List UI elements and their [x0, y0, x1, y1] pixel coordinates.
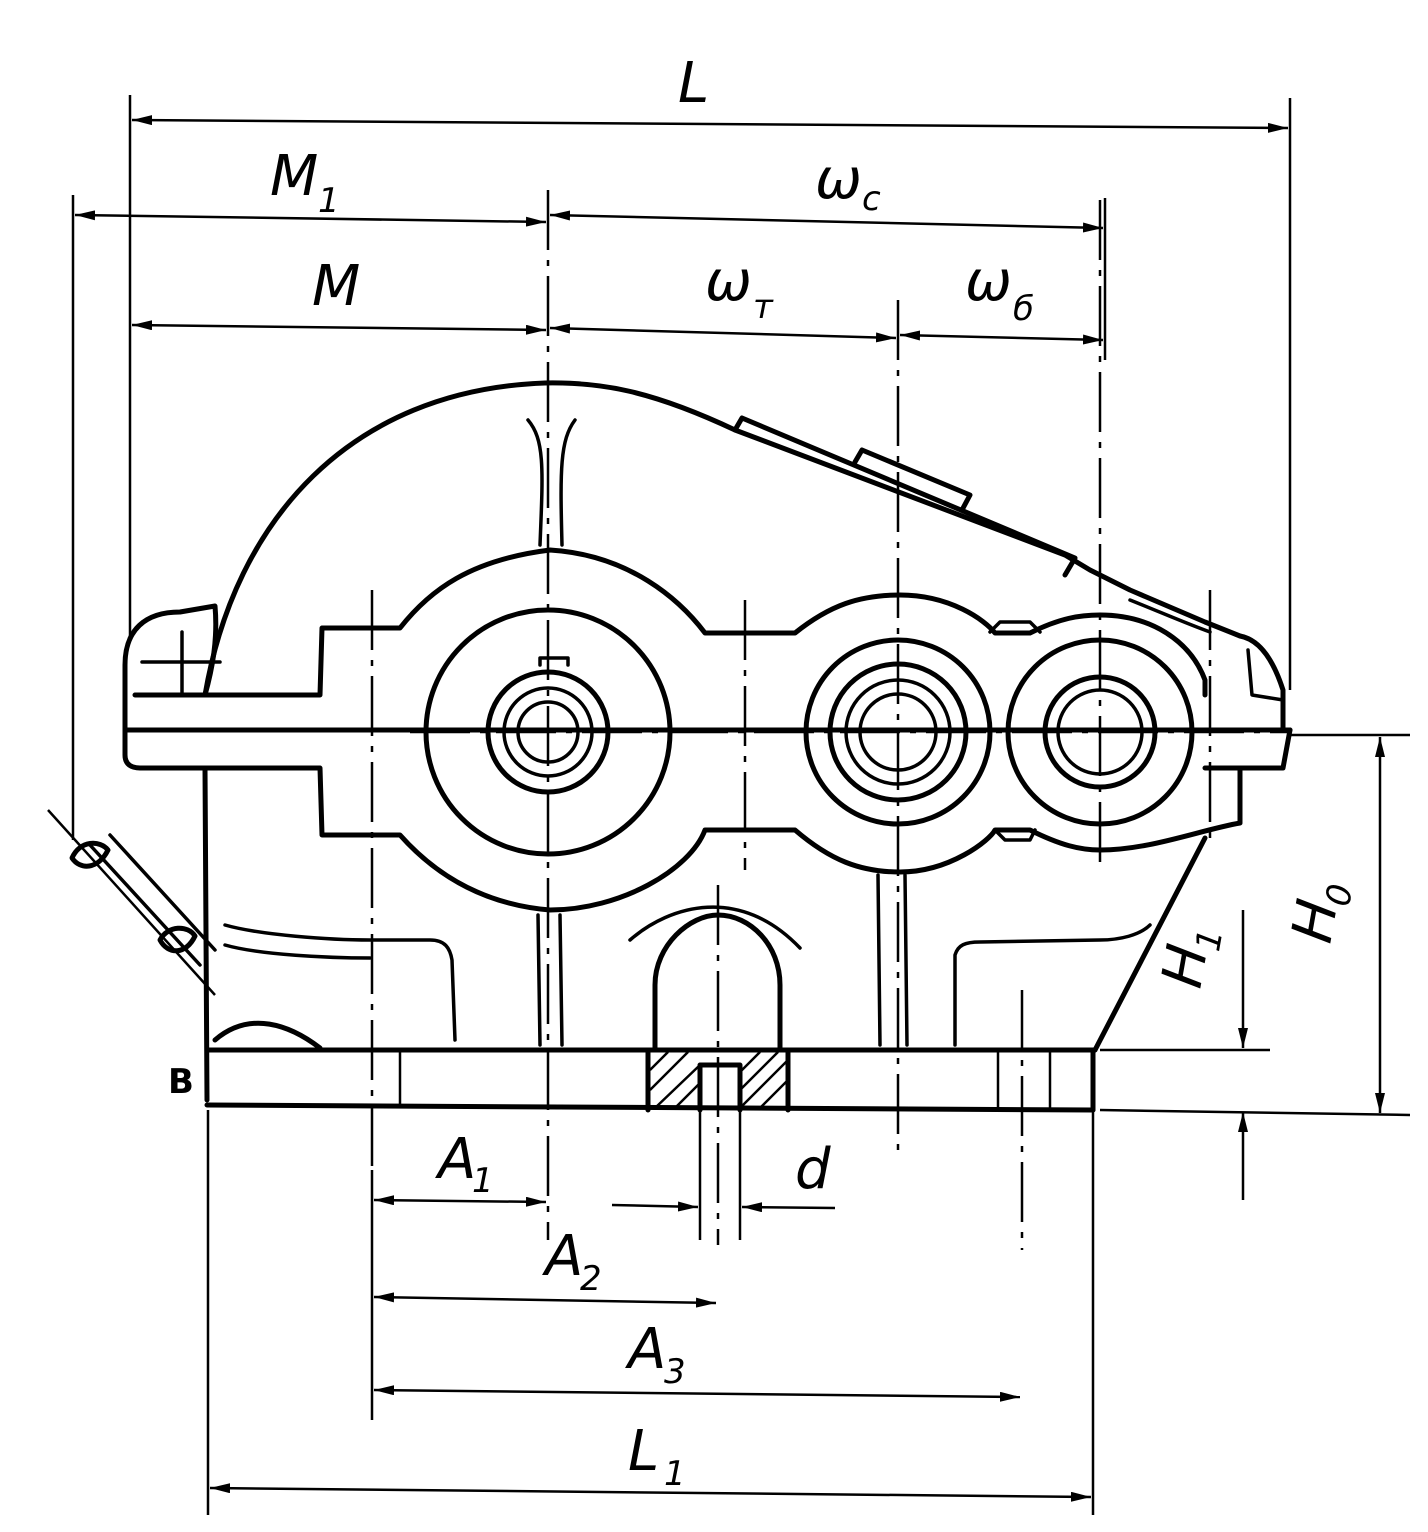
label-omega-c: ω — [815, 147, 862, 212]
dim-omega-t — [549, 323, 897, 343]
dim-L1 — [209, 1483, 1092, 1502]
label-L1: L — [628, 1419, 659, 1484]
dim-omega-c — [549, 210, 1104, 233]
dim-A3 — [373, 1385, 1021, 1402]
dim-d-left — [611, 1201, 699, 1212]
label-omega-b-sub: б — [1013, 289, 1034, 329]
label-omega-t-sub: т — [753, 287, 774, 327]
dim-A1 — [373, 1195, 547, 1207]
label-H0-group: H 0 — [1280, 881, 1362, 947]
label-L1-sub: 1 — [664, 1454, 686, 1494]
label-A2-sub: 2 — [580, 1259, 602, 1299]
dimension-lines — [74, 115, 1385, 1502]
label-M1-sub: 1 — [318, 181, 340, 221]
label-omega-t: ω — [705, 249, 752, 314]
extension-lines — [71, 95, 1411, 1515]
dim-M1 — [74, 210, 547, 227]
label-A1-sub: 1 — [472, 1161, 494, 1201]
dim-omega-b — [899, 330, 1104, 345]
label-A2: A — [542, 1224, 583, 1289]
dim-d-right — [741, 1202, 836, 1213]
oil-dipstick — [47, 809, 217, 996]
label-M1: M — [270, 144, 318, 209]
label-H1-group: H 1 — [1150, 926, 1232, 992]
label-M: M — [312, 254, 360, 319]
center-lines — [370, 190, 1290, 1250]
dim-L — [131, 115, 1289, 133]
label-A1: A — [435, 1127, 476, 1192]
label-d: d — [795, 1137, 831, 1202]
housing-outline — [122, 380, 1293, 1113]
dim-M — [131, 320, 547, 335]
label-A3: A — [625, 1317, 666, 1382]
label-omega-c-sub: c — [862, 179, 881, 219]
label-B: B — [168, 1062, 194, 1102]
label-L: L — [678, 51, 709, 116]
label-omega-b: ω — [965, 249, 1012, 314]
dim-A2 — [373, 1292, 717, 1308]
dimension-labels: L M 1 ω c M ω т ω б H 0 H 1 B A 1 d A 2 … — [168, 51, 1361, 1494]
foundation-bolt-section — [645, 1047, 791, 1240]
label-A3-sub: 3 — [664, 1352, 686, 1392]
